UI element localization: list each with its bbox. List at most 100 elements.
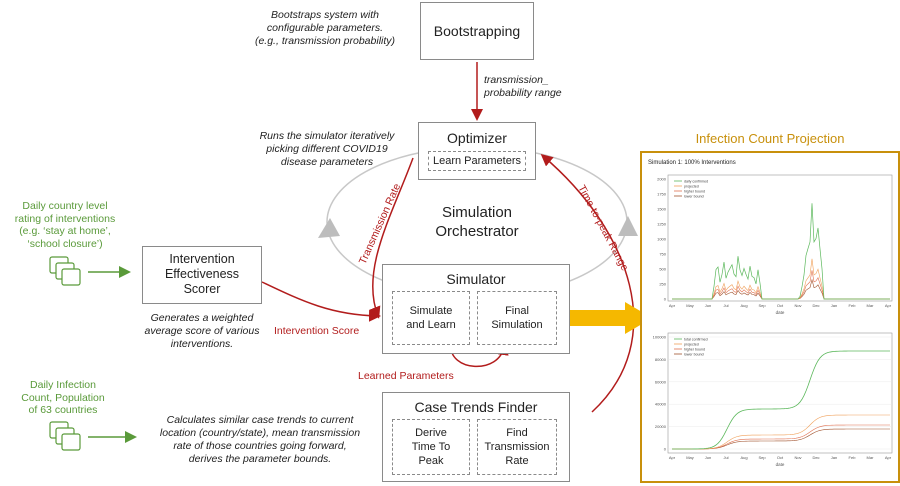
series-projected (672, 258, 890, 300)
title-line: Intervention (169, 252, 235, 266)
box-line: and Learn (406, 319, 456, 331)
box-line: Find (506, 427, 528, 439)
x-tick-label: Apr (669, 303, 676, 308)
note-line: interventions. (170, 338, 234, 350)
box-line: Rate (505, 455, 529, 467)
final-simulation-box: Final Simulation (477, 291, 557, 345)
orchestrator-label: Simulation Orchestrator (410, 203, 544, 241)
x-tick-label: Oct (777, 303, 784, 308)
label-line: probability range (484, 87, 562, 99)
note-line: Bootstraps system with (271, 9, 379, 21)
case-trends-note: Calculates similar case trends to curren… (140, 414, 380, 466)
chart2-series (671, 350, 891, 450)
legend-label: lower bound (684, 194, 704, 198)
box-line: Simulation (491, 319, 543, 331)
label-line: rating of interventions (14, 212, 116, 225)
case-trends-title: Case Trends Finder (414, 399, 538, 415)
projection-title: Infection Count Projection (695, 131, 845, 146)
interventions-input-label: Daily country level rating of interventi… (2, 200, 128, 250)
label-line: transmission_ (484, 74, 549, 86)
label-line: ‘school closure’) (27, 237, 103, 250)
y-tick-label: 1000 (657, 237, 667, 242)
bootstrapping-title: Bootstrapping (433, 23, 521, 39)
series-higher-bound (671, 414, 890, 450)
y-tick-label: 0 (664, 297, 667, 302)
label-line: Count, Population (21, 391, 105, 404)
y-tick-label: 250 (659, 282, 666, 287)
scorer-box: Intervention Effectiveness Scorer (142, 246, 262, 304)
x-tick-label: Feb (849, 303, 857, 308)
note-line: picking different COVID19 (266, 143, 388, 155)
y-tick-label: 500 (659, 267, 666, 272)
chart2-xlabel: date (776, 462, 785, 467)
chart1-series (672, 203, 890, 300)
x-tick-label: Jan (831, 303, 837, 308)
title-line: Scorer (183, 282, 221, 296)
case-trends-box: Case Trends Finder Derive Time To Peak F… (382, 392, 570, 482)
box-line: Transmission (484, 441, 550, 453)
x-tick-label: Sep (758, 303, 766, 308)
x-tick-label: Jul (723, 455, 728, 460)
legend-label: projected (684, 184, 699, 188)
bootstrapping-box: Bootstrapping (420, 2, 534, 60)
label-line: of 63 countries (28, 404, 98, 416)
note-line: location (country/state), mean transmiss… (159, 427, 361, 439)
x-tick-label: Mar (867, 303, 875, 308)
document-stack-icon (49, 421, 81, 451)
derive-time-to-peak-box: Derive Time To Peak (392, 419, 470, 475)
chart2-grid (668, 336, 892, 450)
x-tick-label: Nov (794, 303, 801, 308)
optimizer-title: Optimizer (447, 130, 507, 146)
chart1-xlabel: date (776, 310, 785, 315)
y-tick-label: 1250 (657, 222, 667, 227)
box-line: Derive (415, 427, 447, 439)
label-line: Simulation (441, 204, 513, 221)
y-tick-label: 1750 (657, 192, 667, 197)
x-tick-label: Dec (812, 303, 819, 308)
x-tick-label: Apr (885, 455, 892, 460)
optimizer-note: Runs the simulator iteratively picking d… (234, 130, 420, 169)
legend-label: total confirmed (684, 337, 708, 341)
box-line: Final (505, 305, 529, 317)
legend-label: daily confirmed (684, 179, 708, 183)
x-tick-label: Jan (831, 455, 837, 460)
optimizer-box: Optimizer Learn Parameters (418, 122, 536, 180)
simulator-title: Simulator (446, 271, 506, 287)
scorer-title: Intervention Effectiveness Scorer (143, 252, 261, 297)
label-line: Daily Infection (30, 379, 96, 391)
x-tick-label: May (686, 303, 694, 308)
x-tick-label: Feb (849, 455, 857, 460)
x-tick-label: Oct (777, 455, 784, 460)
note-line: Calculates similar case trends to curren… (166, 414, 354, 426)
legend-label: projected (684, 342, 699, 346)
infection-input-label: Daily Infection Count, Population of 63 … (8, 379, 118, 417)
intervention-score-arrow (261, 281, 381, 322)
simulator-box: Simulator Simulate and Learn Final Simul… (382, 264, 570, 354)
projection-charts: Simulation 1: 100% Interventions 2000175… (648, 160, 893, 467)
legend-label: lower bound (684, 352, 704, 356)
y-tick-label: 60000 (655, 379, 667, 384)
bootstrapping-note: Bootstraps system with configurable para… (240, 9, 410, 48)
x-tick-label: Jun (705, 303, 711, 308)
note-line: (e.g., transmission probability) (254, 35, 396, 47)
label-line: Daily country level (22, 200, 108, 212)
time-to-peak-arrow (540, 154, 635, 413)
y-tick-label: 0 (664, 447, 667, 452)
note-line: rate of those countries going forward, (173, 440, 347, 452)
y-tick-label: 40000 (655, 402, 667, 407)
x-tick-label: May (686, 455, 694, 460)
x-tick-label: Jun (705, 455, 711, 460)
note-line: Runs the simulator iteratively (259, 130, 395, 142)
x-tick-label: Aug (740, 455, 747, 460)
learn-parameters-box: Learn Parameters (428, 151, 526, 171)
title-line: Effectiveness (164, 267, 240, 281)
x-tick-label: Mar (867, 455, 875, 460)
legend-label: higher bound (684, 189, 705, 193)
box-line: Simulate (409, 305, 453, 317)
scorer-note: Generates a weighted average score of va… (128, 312, 276, 351)
